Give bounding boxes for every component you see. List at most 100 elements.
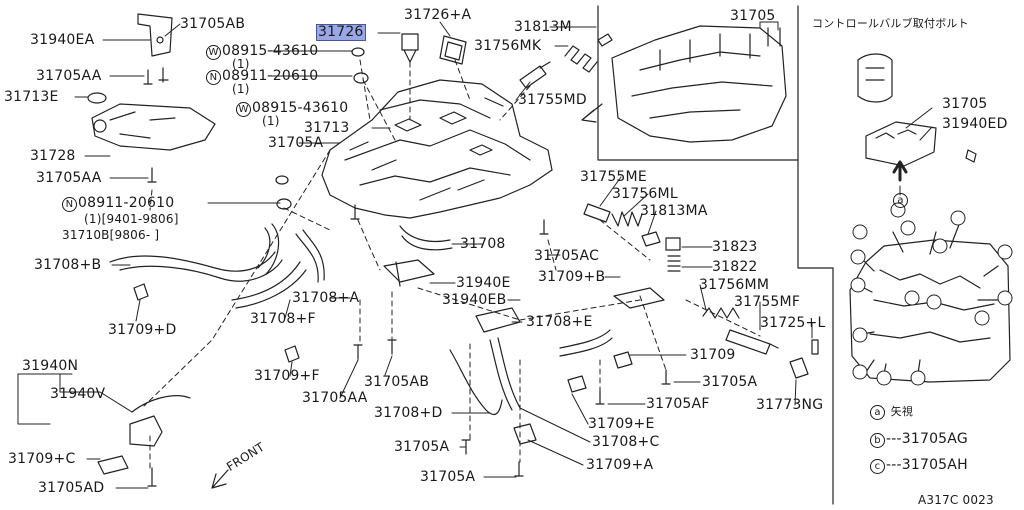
label-31755ME[interactable]: 31755ME bbox=[580, 169, 647, 185]
part-number: 08915-43610 bbox=[222, 43, 319, 59]
pin-31813MA bbox=[641, 231, 661, 247]
wire-31940V bbox=[131, 395, 191, 413]
label-31705A-1[interactable]: 31705A bbox=[268, 135, 324, 151]
label-31708A[interactable]: 31708+A bbox=[292, 290, 360, 306]
label-31773NG[interactable]: 31773NG bbox=[756, 397, 824, 413]
label-31755MD[interactable]: 31755MD bbox=[518, 92, 587, 108]
label-31725L[interactable]: 31725+L bbox=[760, 315, 826, 331]
label-31709F[interactable]: 31709+F bbox=[254, 368, 320, 384]
spring-31756MK bbox=[564, 45, 598, 73]
spring-31822 bbox=[667, 255, 681, 272]
part-number: 08915-43610 bbox=[252, 100, 349, 116]
inset-block bbox=[865, 121, 937, 167]
front-arrow bbox=[211, 469, 229, 489]
label-31705AA-1[interactable]: 31705AA bbox=[36, 68, 102, 84]
nut-type-mark: N bbox=[62, 197, 77, 212]
label-31710B[interactable]: 31710B[9806- ] bbox=[62, 228, 160, 242]
clip-31709E bbox=[567, 375, 587, 393]
label-31708E[interactable]: 31708+E bbox=[526, 314, 593, 330]
label-31709E[interactable]: 31709+E bbox=[588, 416, 655, 432]
plug-31823 bbox=[665, 237, 681, 251]
label-31755MF[interactable]: 31755MF bbox=[734, 294, 801, 310]
label-31705AC[interactable]: 31705AC bbox=[534, 248, 600, 264]
label-31940E[interactable]: 31940E bbox=[456, 275, 511, 291]
label-31709D[interactable]: 31709+D bbox=[108, 322, 177, 338]
label-31940V[interactable]: 31940V bbox=[50, 386, 106, 402]
label-31813MA[interactable]: 31813MA bbox=[640, 203, 708, 219]
label-31709A[interactable]: 31709+A bbox=[586, 457, 654, 473]
nut-type-mark: N bbox=[206, 70, 221, 85]
sensor-31940N bbox=[129, 415, 163, 447]
washer-type-mark: W bbox=[236, 102, 251, 117]
legend-item-b: b---31705AG bbox=[870, 432, 968, 448]
inset-frame bbox=[597, 5, 799, 161]
bracket-31940EA bbox=[137, 13, 173, 57]
qty-date-range: (1)[9401-9806] bbox=[84, 212, 179, 226]
label-31726A[interactable]: 31726+A bbox=[404, 7, 472, 23]
legend-item-c: c---31705AH bbox=[870, 458, 968, 474]
label-31705-inset[interactable]: 31705 bbox=[942, 96, 988, 112]
qty: (1) bbox=[232, 82, 250, 96]
inset-divider bbox=[797, 159, 834, 505]
inset-map-outline bbox=[849, 239, 1011, 383]
label-31940N[interactable]: 31940N bbox=[22, 358, 79, 374]
label-31705AA-3[interactable]: 31705AA bbox=[302, 390, 368, 406]
label-31705A-2[interactable]: 31705A bbox=[702, 374, 758, 390]
label-31713[interactable]: 31713 bbox=[304, 120, 350, 136]
washer-31713E bbox=[87, 92, 107, 104]
label-31705A-3[interactable]: 31705A bbox=[394, 439, 450, 455]
bracket-31940E bbox=[383, 259, 435, 287]
plug-31726 bbox=[401, 33, 419, 63]
label-31823[interactable]: 31823 bbox=[712, 239, 758, 255]
label-31705AB-2[interactable]: 31705AB bbox=[364, 374, 430, 390]
label-31708D[interactable]: 31708+D bbox=[374, 405, 443, 421]
clip-31709D bbox=[133, 283, 149, 301]
valve-31755MD bbox=[519, 61, 551, 89]
inset-bolt-drawing bbox=[857, 53, 893, 103]
label-31940EA[interactable]: 31940EA bbox=[30, 32, 95, 48]
wire-31708F bbox=[231, 261, 307, 309]
label-31705A-4[interactable]: 31705A bbox=[420, 469, 476, 485]
label-31726-highlighted[interactable]: 31726 bbox=[316, 24, 366, 41]
clip-31709A bbox=[513, 423, 537, 445]
label-31822[interactable]: 31822 bbox=[712, 259, 758, 275]
label-31705AB-top[interactable]: 31705AB bbox=[180, 16, 246, 32]
part-number: 08911-20610 bbox=[78, 195, 175, 211]
label-31708C[interactable]: 31708+C bbox=[592, 434, 660, 450]
spring-31756ML bbox=[611, 211, 643, 227]
label-31728[interactable]: 31728 bbox=[30, 148, 76, 164]
inset-valve-31705 bbox=[611, 25, 787, 143]
label-31708B[interactable]: 31708+B bbox=[34, 257, 102, 273]
label-31705AD[interactable]: 31705AD bbox=[38, 480, 105, 496]
washer-type-mark: W bbox=[206, 45, 221, 60]
label-31705AA-2[interactable]: 31705AA bbox=[36, 170, 102, 186]
bracket-31940EB bbox=[475, 307, 521, 333]
label-31940ED[interactable]: 31940ED bbox=[942, 116, 1008, 132]
label-31709C[interactable]: 31709+C bbox=[8, 451, 76, 467]
label-31708F[interactable]: 31708+F bbox=[250, 311, 316, 327]
label-31708[interactable]: 31708 bbox=[460, 236, 506, 252]
label-31713E[interactable]: 31713E bbox=[4, 89, 59, 105]
label-31705[interactable]: 31705 bbox=[730, 8, 776, 24]
wire-31708E bbox=[559, 329, 613, 357]
label-31940EB[interactable]: 31940EB bbox=[442, 292, 507, 308]
label-31756MM[interactable]: 31756MM bbox=[699, 277, 770, 293]
label-31709[interactable]: 31709 bbox=[690, 347, 736, 363]
qty: (1) bbox=[232, 57, 250, 71]
inset-arrow-a-mark: a bbox=[893, 192, 909, 208]
label-31709B[interactable]: 31709+B bbox=[538, 269, 606, 285]
label-31705AF[interactable]: 31705AF bbox=[646, 396, 710, 412]
wire-31708B bbox=[109, 251, 276, 272]
plug-31773NG bbox=[789, 357, 809, 379]
pin-31725L bbox=[811, 339, 819, 355]
label-31813M[interactable]: 31813M bbox=[514, 19, 572, 35]
label-31756MK[interactable]: 31756MK bbox=[474, 38, 542, 54]
inset-title: コントロールバルブ取付ボルト bbox=[812, 17, 969, 30]
label-31756ML[interactable]: 31756ML bbox=[612, 186, 678, 202]
